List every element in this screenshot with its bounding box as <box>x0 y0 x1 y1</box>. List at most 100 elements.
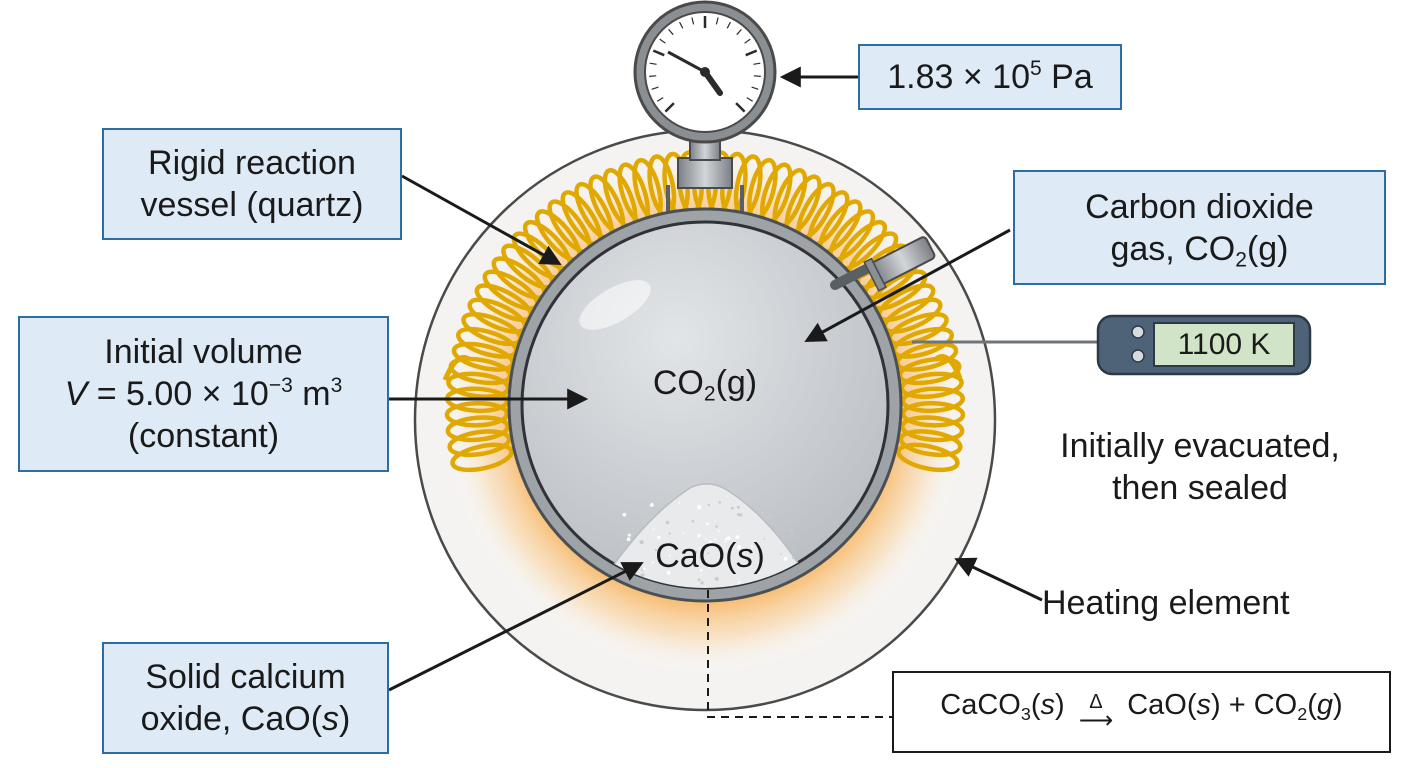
gauge-tick <box>651 86 659 90</box>
powder-speck <box>668 554 671 557</box>
gauge-tick <box>726 21 731 29</box>
gauge-tick <box>744 38 751 44</box>
powder-speck <box>697 505 702 510</box>
port-fitting <box>863 236 936 292</box>
powder-speck <box>678 501 681 504</box>
coil-loop <box>450 442 514 473</box>
powder-speck <box>700 568 703 572</box>
volume-label-box: Initial volume V = 5.00 × 10−3 m3 (const… <box>18 316 389 472</box>
heat-arrow-icon: Δ⟶ <box>1078 690 1114 734</box>
gauge-tick <box>649 75 657 77</box>
gauge-tick <box>659 38 666 44</box>
powder-speck <box>705 522 709 526</box>
powder-speck <box>783 556 788 561</box>
powder-speck <box>693 550 698 554</box>
gauge-fitting <box>677 157 733 189</box>
powder-speck <box>726 536 731 541</box>
coil-lead <box>933 354 963 379</box>
powder-speck <box>627 533 631 537</box>
powder-speck <box>700 550 705 555</box>
powder-speck <box>714 576 719 581</box>
powder-speck <box>707 503 711 507</box>
powder-speck <box>791 556 795 560</box>
solid-label-line2: oxide, CaO(s) <box>140 700 351 738</box>
gauge-tick <box>746 97 754 102</box>
heating-element-label: Heating element <box>1042 584 1290 622</box>
reaction-equation: CaCO3(s) Δ⟶ CaO(s) + CO2(g) <box>940 688 1343 734</box>
co2-label-line2: gas, CO2(g) <box>1110 229 1289 272</box>
coil-loop <box>445 415 510 443</box>
gauge-tick <box>753 75 761 77</box>
gauge-tick <box>679 21 684 29</box>
gauge-tick <box>656 97 664 102</box>
gauge-tick <box>715 17 719 25</box>
coil-loop <box>899 371 964 399</box>
coil-loop <box>900 401 966 428</box>
gauge-tick <box>735 102 746 113</box>
coil-loop <box>447 429 512 458</box>
side-port <box>830 261 877 290</box>
powder-speck <box>761 512 764 514</box>
powder-speck <box>750 545 753 548</box>
coil-loop <box>900 386 966 414</box>
co2-label-line1: Carbon dioxide <box>1085 187 1314 226</box>
coil-loop <box>446 371 511 399</box>
volume-label-line2: V = 5.00 × 10−3 m3 <box>64 373 343 413</box>
powder-speck <box>626 537 631 541</box>
solid-inside-label: CaO(s) <box>655 537 765 575</box>
coil-lead <box>442 355 472 381</box>
powder-speck <box>736 512 741 517</box>
powder-speck <box>697 578 701 582</box>
gauge-tick <box>668 29 674 36</box>
powder-speck <box>630 532 633 535</box>
gauge-tick <box>691 17 695 25</box>
powder-speck <box>639 540 644 545</box>
powder-speck <box>737 545 742 550</box>
pressure-reading: 1.83 × 105 Pa <box>887 56 1093 96</box>
solid-label-line1: Solid calcium <box>145 658 346 696</box>
glass-highlight <box>579 280 651 330</box>
powder-speck <box>649 502 652 505</box>
powder-speck <box>643 519 646 523</box>
powder-speck <box>654 548 658 552</box>
powder-speck <box>724 541 727 543</box>
gauge-tick <box>664 102 675 113</box>
evacuated-note: Initially evacuated, then sealed <box>1020 425 1380 509</box>
powder-speck <box>730 506 734 510</box>
powder-speck <box>715 525 718 528</box>
coil-loop <box>896 442 960 473</box>
powder-speck <box>697 534 701 538</box>
evacuated-note-line2: then sealed <box>1112 469 1288 507</box>
powder-speck <box>747 559 751 562</box>
powder-speck <box>714 539 717 541</box>
powder-speck <box>707 552 710 555</box>
pressure-reading-box: 1.83 × 105 Pa <box>858 44 1122 110</box>
coil-loop <box>900 415 965 443</box>
powder-speck <box>622 512 627 517</box>
powder-speck <box>737 581 741 584</box>
powder-speck <box>668 532 671 535</box>
powder-speck <box>718 501 722 504</box>
powder-speck <box>707 564 712 569</box>
gauge-tick <box>652 49 665 57</box>
coil-loop <box>898 429 963 458</box>
powder-speck <box>768 515 771 519</box>
powder-speck <box>717 530 720 533</box>
coil-loop <box>444 401 510 428</box>
gas-inside-label: CO2(g) <box>652 364 758 406</box>
powder-speck <box>682 532 685 535</box>
gauge-tick <box>751 86 759 90</box>
powder-speck <box>698 547 701 549</box>
reaction-equation-box: CaCO3(s) Δ⟶ CaO(s) + CO2(g) <box>892 671 1391 753</box>
reaction-leader-line <box>707 590 892 718</box>
pressure-gauge-icon <box>633 0 777 144</box>
gauge-tick <box>736 29 742 36</box>
vessel-label-line2: vessel (quartz) <box>140 186 364 224</box>
powder-speck <box>791 548 794 550</box>
powder-speck <box>780 553 782 555</box>
gauge-tick <box>753 62 761 65</box>
powder-speck <box>705 538 707 541</box>
powder-speck <box>666 570 671 575</box>
solid-label-box: Solid calcium oxide, CaO(s) <box>102 642 389 754</box>
